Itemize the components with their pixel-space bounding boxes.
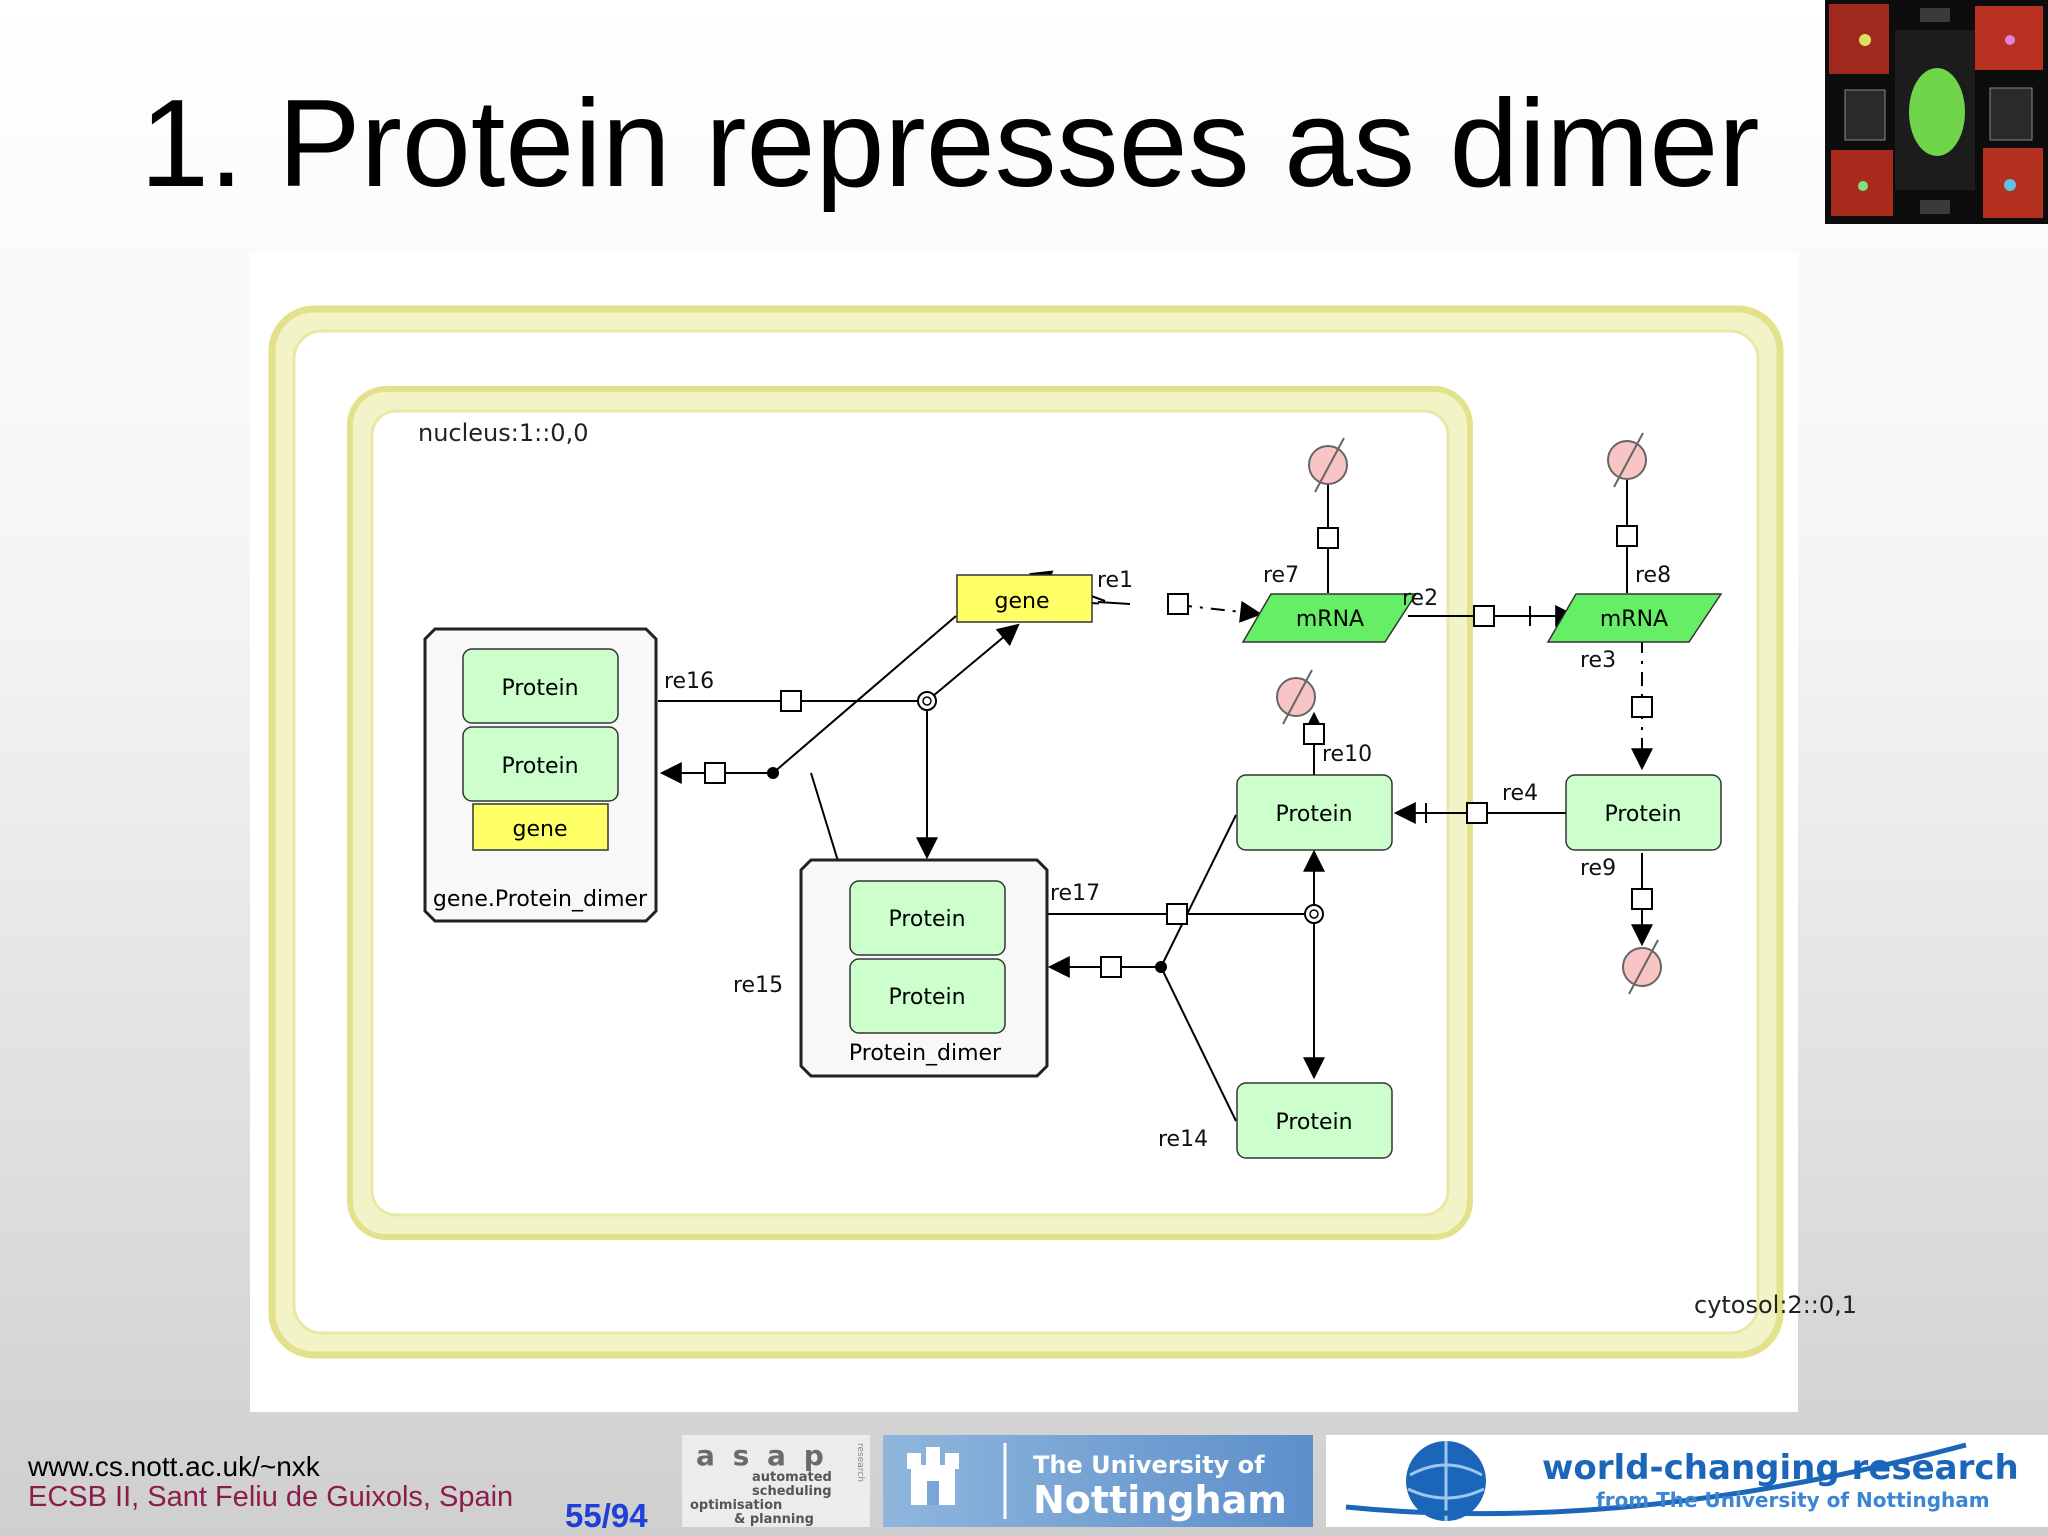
svg-text:Protein: Protein (888, 985, 965, 1010)
complex-name: Protein_dimer (849, 1041, 1002, 1066)
globe-icon (1345, 1441, 1967, 1521)
complex-member-protein (849, 880, 1006, 956)
svg-text:Protein: Protein (501, 676, 578, 701)
complex-member-gene (472, 803, 609, 851)
reaction-label-re14: re14 (1158, 1127, 1208, 1152)
svg-text:scheduling: scheduling (752, 1484, 832, 1499)
cytosol-label: cytosol:2::0,1 (1694, 1291, 1857, 1319)
svg-text:Protein: Protein (1604, 802, 1681, 827)
reaction-label-re1: re1 (1097, 568, 1133, 593)
reaction-label-re3: re3 (1580, 648, 1616, 673)
species-mrna-cytosol[interactable]: mRNA (1546, 593, 1723, 643)
svg-text:Protein: Protein (1275, 1110, 1352, 1135)
complex-member-protein (849, 958, 1006, 1034)
reaction-label-re17: re17 (1050, 881, 1100, 906)
asap-logo: a s a p research automated scheduling op… (682, 1435, 870, 1527)
svg-text:optimisation: optimisation (690, 1498, 782, 1513)
complex-gene-protein-dimer[interactable]: Protein Protein gene gene.Protein_dimer (423, 627, 658, 923)
reaction-process-nodes (704, 525, 1653, 978)
svg-text:& planning: & planning (734, 1512, 814, 1527)
svg-text:research: research (855, 1443, 865, 1482)
nucleus-label: nucleus:1::0,0 (418, 419, 588, 447)
complex-name: gene.Protein_dimer (433, 887, 648, 912)
species-gene[interactable]: gene (956, 574, 1093, 623)
species-protein-nucleus[interactable]: Protein (1236, 774, 1393, 851)
species-mrna-nucleus[interactable]: mRNA (1241, 593, 1418, 643)
complex-member-protein (462, 648, 619, 724)
svg-text:from The University of Notting: from The University of Nottingham (1596, 1488, 1990, 1512)
svg-text:automated: automated (752, 1470, 832, 1485)
reaction-label-re15: re15 (733, 973, 783, 998)
svg-text:mRNA: mRNA (1296, 607, 1364, 632)
university-of-nottingham-logo: The University of Nottingham (883, 1435, 1313, 1527)
svg-text:Protein: Protein (888, 907, 965, 932)
reaction-label-re4: re4 (1502, 781, 1538, 806)
footer-event: ECSB II, Sant Feliu de Guixols, Spain (28, 1481, 514, 1513)
reaction-labels: re1 re2 re3 re4 re7 re8 re9 re10 re14 re… (664, 563, 1671, 1152)
corner-decorative-image (1825, 0, 2048, 224)
castle-icon (907, 1447, 959, 1505)
svg-text:The University of: The University of (1033, 1451, 1265, 1479)
reaction-label-re7: re7 (1263, 563, 1299, 588)
svg-text:a s a p: a s a p (696, 1439, 828, 1472)
svg-text:Nottingham: Nottingham (1033, 1478, 1287, 1522)
footer-url: www.cs.nott.ac.uk/~nxk (28, 1451, 320, 1482)
association-markers (767, 691, 1324, 973)
degraded-protein-nucleus (1276, 669, 1316, 725)
degraded-protein-cytosol (1622, 939, 1662, 995)
svg-text:Protein: Protein (501, 754, 578, 779)
complex-protein-dimer[interactable]: Protein Protein Protein_dimer (799, 858, 1049, 1078)
reaction-label-re8: re8 (1635, 563, 1671, 588)
slide-title: 1. Protein represses as dimer (140, 75, 1760, 213)
degraded-mrna-nucleus (1308, 437, 1348, 493)
complex-member-protein (462, 726, 619, 802)
svg-text:Protein: Protein (1275, 802, 1352, 827)
species-protein-cytosol[interactable]: Protein (1565, 774, 1722, 851)
reaction-label-re10: re10 (1322, 742, 1372, 767)
slide-number: 55/94 (565, 1497, 648, 1534)
diagram-panel: cytosol:2::0,1 nucleus:1::0,0 (250, 252, 1857, 1412)
species-protein-nucleus-bottom[interactable]: Protein (1236, 1082, 1393, 1159)
svg-text:world-changing research: world-changing research (1542, 1448, 2019, 1488)
svg-text:gene: gene (995, 589, 1050, 614)
reaction-label-re16: re16 (664, 669, 714, 694)
svg-text:gene: gene (513, 817, 568, 842)
degraded-species (1276, 432, 1662, 995)
world-changing-research-logo: world-changing research from The Univers… (1326, 1435, 2048, 1527)
reaction-label-re2: re2 (1402, 586, 1438, 611)
svg-text:mRNA: mRNA (1600, 607, 1668, 632)
degraded-mrna-cytosol (1607, 432, 1647, 488)
reaction-network-diagram: cytosol:2::0,1 nucleus:1::0,0 (268, 305, 1857, 1359)
reaction-label-re9: re9 (1580, 856, 1616, 881)
